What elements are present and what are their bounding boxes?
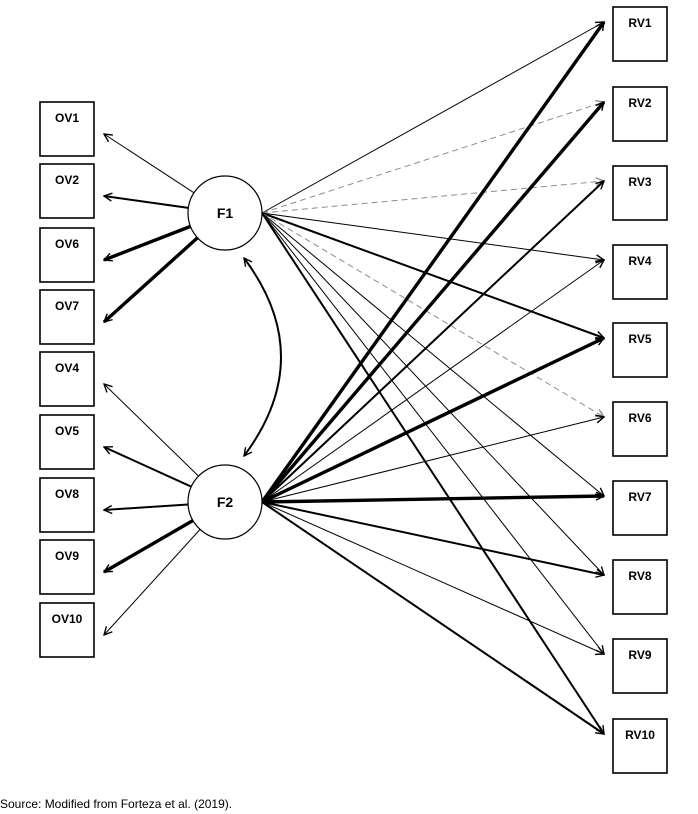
path-f1-to-rv7 bbox=[261, 212, 604, 496]
path-f2-to-ov10 bbox=[104, 529, 201, 635]
box-frame bbox=[612, 165, 668, 221]
variable-box-rv2: RV2 bbox=[612, 86, 668, 142]
path-f2-to-rv3 bbox=[261, 181, 604, 503]
variable-box-ov10: OV10 bbox=[39, 602, 95, 658]
box-frame bbox=[39, 101, 95, 157]
variable-label: OV2 bbox=[55, 173, 79, 187]
variable-box-rv8: RV8 bbox=[612, 559, 668, 615]
variable-box-ov9: OV9 bbox=[39, 539, 95, 595]
path-f1-to-rv4 bbox=[261, 212, 604, 260]
variable-box-ov4: OV4 bbox=[39, 351, 95, 407]
path-f2-to-rv7 bbox=[261, 496, 604, 504]
box-frame bbox=[612, 86, 668, 142]
variable-box-ov8: OV8 bbox=[39, 477, 95, 533]
variable-box-rv3: RV3 bbox=[612, 165, 668, 221]
box-frame bbox=[612, 638, 668, 694]
factor-f2: F2 bbox=[187, 464, 263, 540]
variable-box-rv6: RV6 bbox=[612, 401, 668, 457]
variable-label: RV10 bbox=[625, 728, 655, 742]
factor-circle bbox=[187, 175, 263, 251]
box-frame bbox=[612, 401, 668, 457]
path-f2-to-rv4 bbox=[261, 260, 604, 503]
variable-label: OV1 bbox=[55, 111, 79, 125]
correlation-f1-f2 bbox=[244, 258, 282, 456]
variable-label: RV4 bbox=[628, 254, 651, 268]
box-frame bbox=[39, 163, 95, 219]
path-f1-to-rv2 bbox=[261, 102, 604, 214]
box-frame bbox=[612, 244, 668, 300]
variable-label: OV4 bbox=[55, 361, 79, 375]
variable-label: OV5 bbox=[55, 424, 79, 438]
path-f1-to-rv1 bbox=[261, 22, 604, 214]
variable-label: RV9 bbox=[628, 648, 651, 662]
path-f2-to-ov8 bbox=[104, 503, 189, 510]
variable-box-rv4: RV4 bbox=[612, 244, 668, 300]
factor-label: F1 bbox=[217, 205, 234, 221]
box-frame bbox=[612, 718, 668, 774]
variable-box-ov7: OV7 bbox=[39, 289, 95, 345]
box-frame bbox=[612, 480, 668, 536]
path-f1-to-rv8 bbox=[261, 212, 604, 575]
box-frame bbox=[39, 351, 95, 407]
box-frame bbox=[612, 6, 668, 62]
path-f2-to-rv8 bbox=[261, 501, 604, 575]
variable-label: OV9 bbox=[55, 549, 79, 563]
source-note: Source: Modified from Forteza et al. (20… bbox=[0, 797, 233, 811]
path-f2-to-rv10 bbox=[261, 501, 604, 734]
factor-f1: F1 bbox=[187, 175, 263, 251]
path-f1-to-rv3 bbox=[261, 181, 604, 214]
path-f1-to-rv6 bbox=[261, 212, 604, 417]
path-f1-to-ov6 bbox=[104, 224, 192, 262]
variable-box-ov5: OV5 bbox=[39, 414, 95, 470]
path-f1-to-ov1 bbox=[104, 134, 195, 194]
variable-box-ov1: OV1 bbox=[39, 101, 95, 157]
path-f2-to-rv6 bbox=[261, 417, 604, 503]
factor-label: F2 bbox=[217, 494, 234, 510]
variable-box-rv1: RV1 bbox=[612, 6, 668, 62]
variable-label: RV1 bbox=[628, 16, 651, 30]
path-f1-to-rv9 bbox=[261, 212, 604, 654]
box-frame bbox=[39, 539, 95, 595]
path-f2-to-ov5 bbox=[104, 447, 192, 488]
box-frame bbox=[39, 289, 95, 345]
variable-label: RV2 bbox=[628, 96, 651, 110]
variable-box-rv9: RV9 bbox=[612, 638, 668, 694]
variable-label: RV8 bbox=[628, 569, 651, 583]
path-f1-to-rv5 bbox=[261, 212, 604, 338]
factor-circle bbox=[187, 464, 263, 540]
box-frame bbox=[39, 477, 95, 533]
variable-label: RV5 bbox=[628, 332, 651, 346]
path-f2-to-rv2 bbox=[260, 102, 606, 504]
path-f2-to-rv1 bbox=[260, 22, 606, 503]
variable-box-ov2: OV2 bbox=[39, 163, 95, 219]
box-frame bbox=[612, 559, 668, 615]
path-f2-to-rv9 bbox=[261, 501, 604, 654]
path-f1-to-ov2 bbox=[104, 196, 189, 209]
variable-box-rv5: RV5 bbox=[612, 322, 668, 378]
variable-box-rv10: RV10 bbox=[612, 718, 668, 774]
path-f1-to-rv10 bbox=[261, 212, 604, 734]
box-frame bbox=[39, 414, 95, 470]
variable-label: RV6 bbox=[628, 411, 651, 425]
box-frame bbox=[39, 227, 95, 283]
paths-layer bbox=[104, 22, 604, 734]
path-f1-to-ov7 bbox=[104, 236, 199, 324]
path-f2-to-ov9 bbox=[104, 519, 194, 574]
variable-label: RV3 bbox=[628, 175, 651, 189]
variable-label: RV7 bbox=[628, 490, 651, 504]
variable-label: OV6 bbox=[55, 237, 79, 251]
path-f2-to-ov4 bbox=[104, 384, 199, 477]
variable-box-ov6: OV6 bbox=[39, 227, 95, 283]
variable-box-rv7: RV7 bbox=[612, 480, 668, 536]
variable-label: OV8 bbox=[55, 487, 79, 501]
variable-label: OV10 bbox=[52, 612, 83, 626]
box-frame bbox=[39, 602, 95, 658]
box-frame bbox=[612, 322, 668, 378]
variable-label: OV7 bbox=[55, 299, 79, 313]
path-f2-to-rv5 bbox=[261, 336, 604, 504]
